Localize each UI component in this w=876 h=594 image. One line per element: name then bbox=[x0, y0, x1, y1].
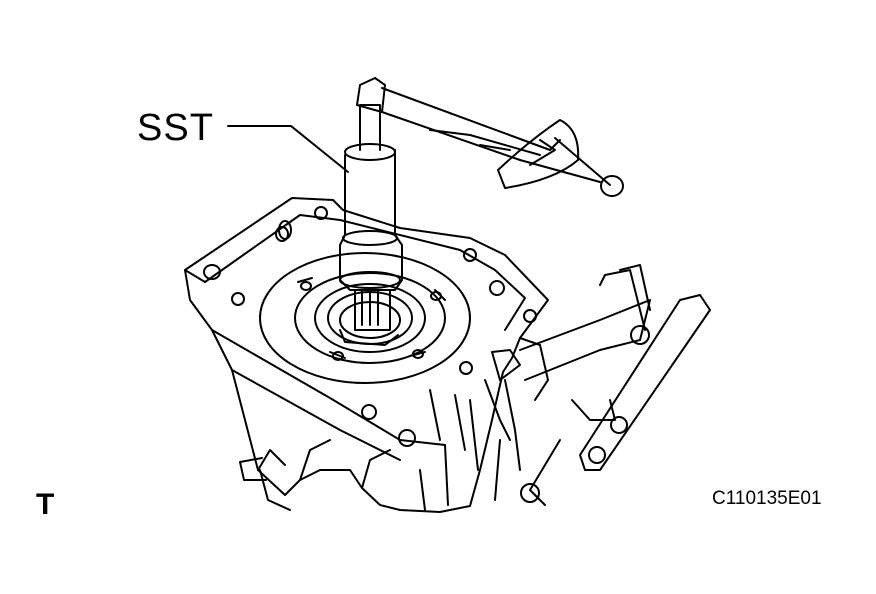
flange-bolt-holes bbox=[204, 207, 536, 446]
torque-wrench bbox=[357, 78, 623, 196]
shift-lever-assembly bbox=[485, 265, 710, 505]
sst-socket-tool bbox=[340, 105, 402, 330]
figure-code: C110135E01 bbox=[712, 488, 822, 509]
sst-leader-line bbox=[228, 126, 348, 172]
sst-label: SST bbox=[137, 107, 214, 149]
transmission-case bbox=[185, 198, 548, 512]
view-marker: T bbox=[36, 488, 55, 521]
